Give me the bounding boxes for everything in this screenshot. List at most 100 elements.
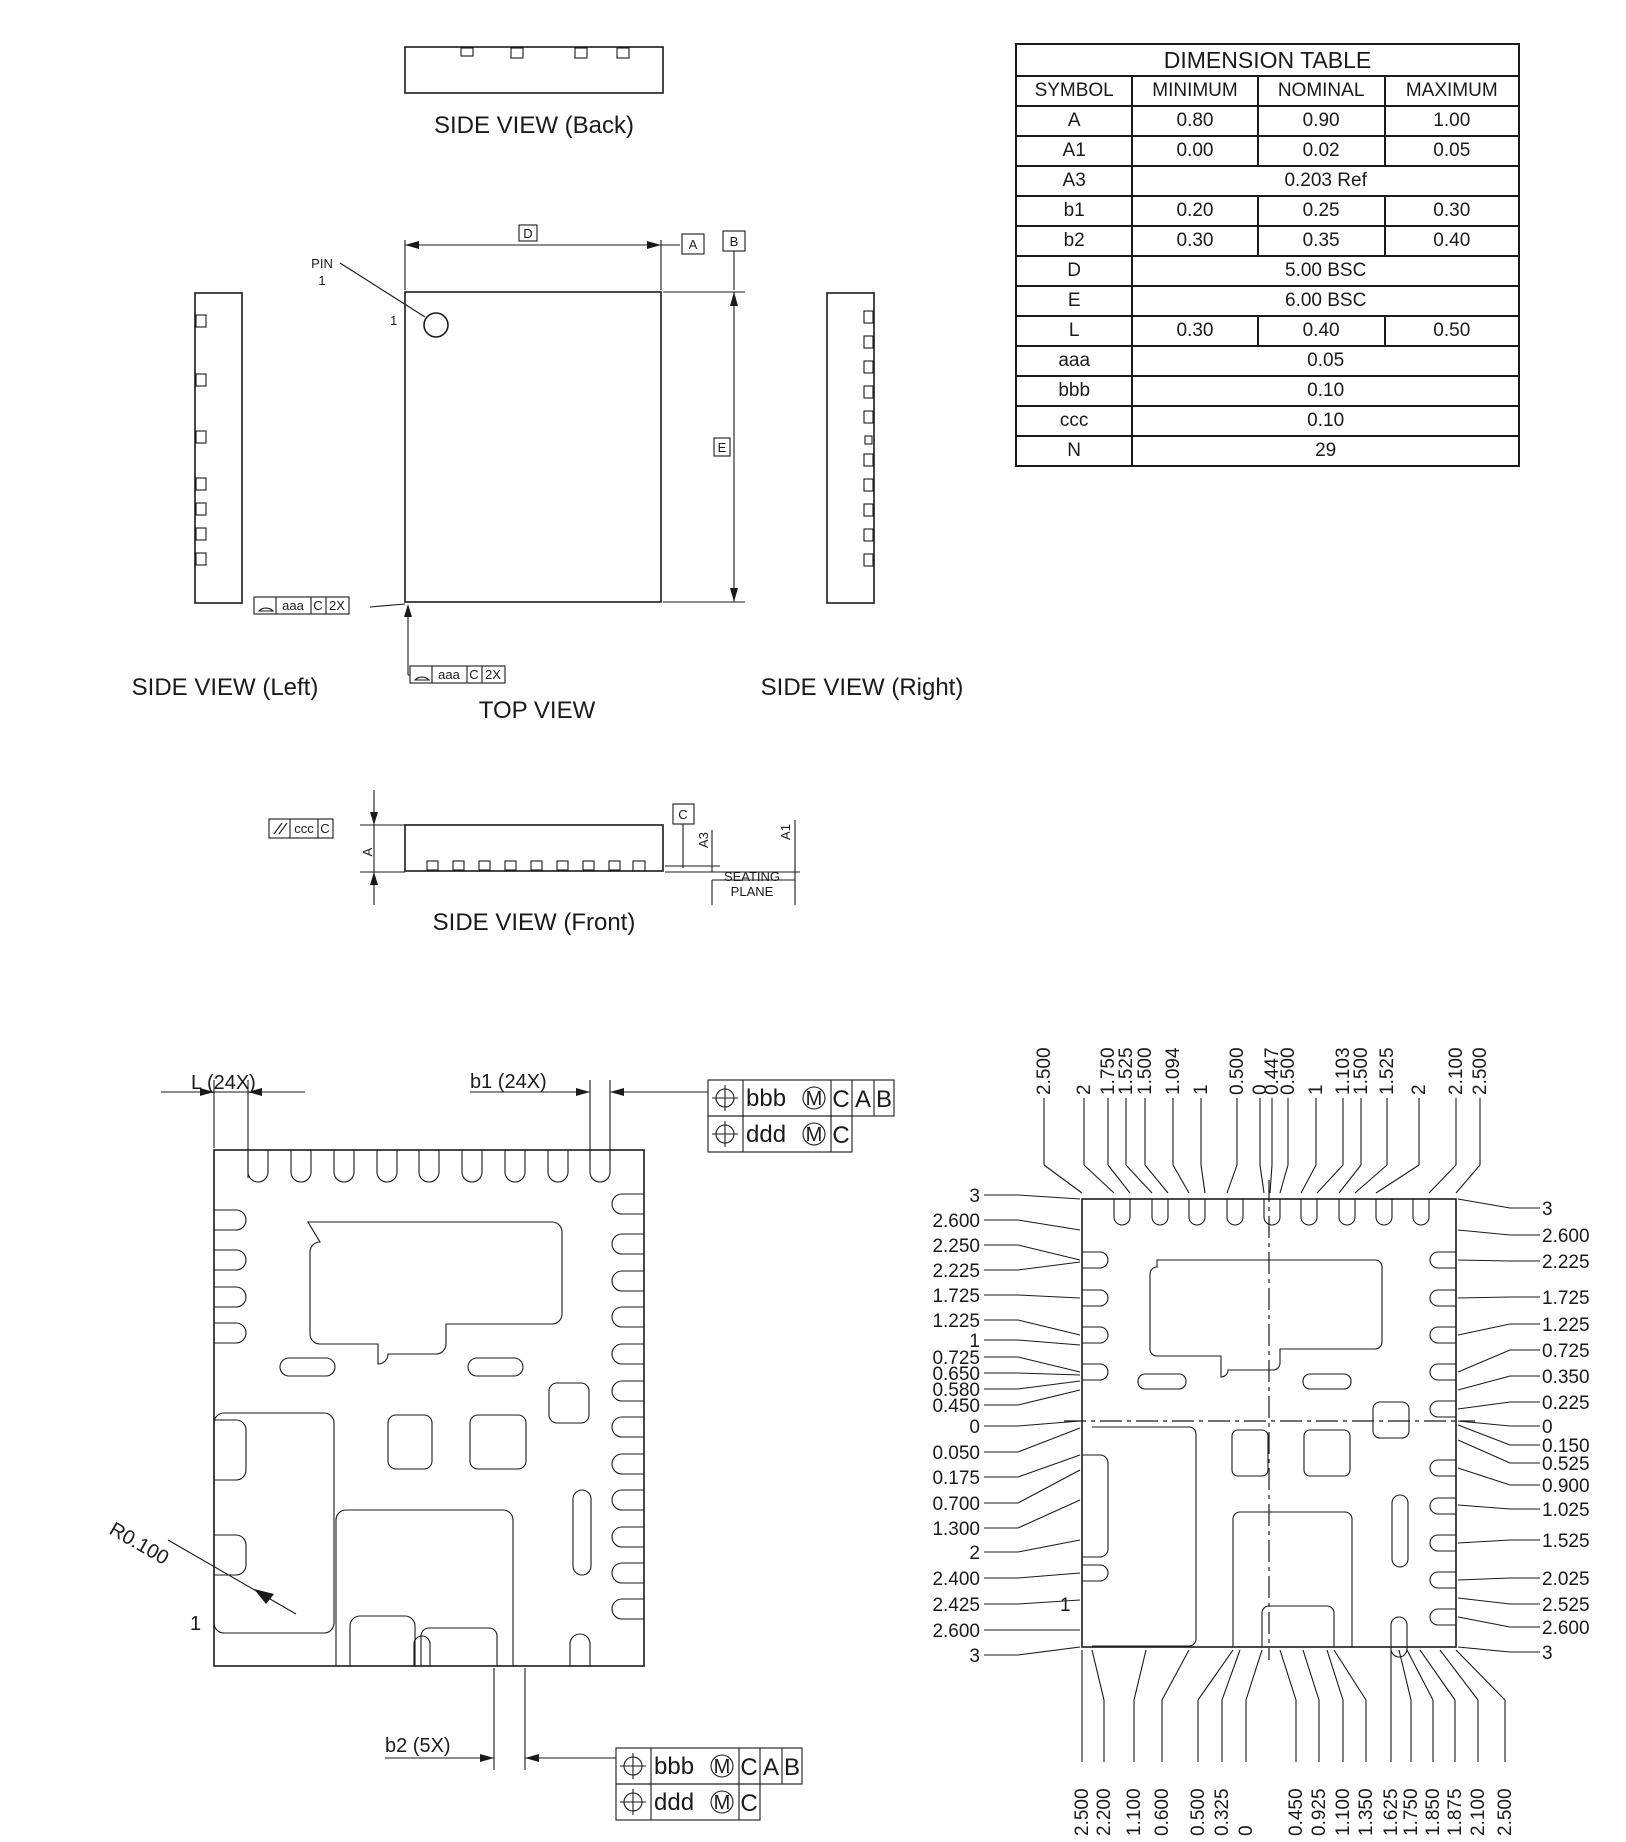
coord-leader bbox=[1226, 1164, 1238, 1194]
fcf-bottom-a: A bbox=[763, 1754, 779, 1781]
fcf-bottom-ddd: ddd bbox=[654, 1789, 694, 1816]
coord-left-label: 0.725 bbox=[932, 1348, 980, 1369]
footprint-view: L (24X) b1 (24X) bbb M C A B bbox=[106, 1071, 895, 1821]
coord-leader bbox=[1017, 1389, 1081, 1406]
coord-leader bbox=[1406, 1649, 1434, 1701]
coord-right-label: 2.600 bbox=[1542, 1618, 1590, 1639]
fcf-bottom-c: C bbox=[740, 1754, 757, 1781]
coord-leader bbox=[1125, 1164, 1153, 1194]
coord-leader bbox=[1221, 1649, 1241, 1701]
coord-top-label: 0.447 bbox=[1262, 1047, 1283, 1095]
coord-right-label: 0.900 bbox=[1542, 1476, 1590, 1497]
cell-symbol: A3 bbox=[1014, 165, 1134, 197]
dim-a-label: A bbox=[360, 847, 375, 856]
coord-leader bbox=[1197, 1649, 1234, 1701]
frame-ccc-datum: C bbox=[320, 821, 329, 836]
coord-leader bbox=[1457, 1616, 1511, 1628]
cell-min: 0.30 bbox=[1131, 225, 1259, 257]
coord-leader bbox=[1338, 1164, 1362, 1194]
cell-span: 29 bbox=[1131, 435, 1520, 467]
coord-leader bbox=[1017, 1380, 1081, 1390]
top-view: 1 PIN 1 D A B E aaa C 2X bbox=[253, 224, 746, 724]
coord-left-label: 2.600 bbox=[932, 1211, 980, 1232]
coord-leader bbox=[1043, 1164, 1083, 1194]
dim-a3-label: A3 bbox=[696, 832, 711, 848]
side-view-back: SIDE VIEW (Back) bbox=[404, 46, 664, 139]
coord-top-label: 0.500 bbox=[1227, 1047, 1248, 1095]
plane-label: PLANE bbox=[731, 884, 774, 899]
fcf-bottom-c2: C bbox=[740, 1790, 757, 1817]
cell-max: 0.40 bbox=[1383, 225, 1521, 257]
coord-left-label: 2.425 bbox=[932, 1595, 980, 1616]
fcf-top-b: B bbox=[876, 1086, 892, 1113]
coord-leader bbox=[1302, 1649, 1320, 1701]
coord-right-label: 1.725 bbox=[1542, 1288, 1590, 1309]
coord-leader bbox=[1455, 1649, 1506, 1701]
coord-top-label: 1 bbox=[1191, 1084, 1212, 1095]
cell-max: 0.05 bbox=[1383, 135, 1521, 167]
cell-min: 0.00 bbox=[1131, 135, 1259, 167]
coord-leader bbox=[1375, 1164, 1420, 1194]
cell-span: 0.10 bbox=[1131, 375, 1520, 407]
coord-top-label: 0 bbox=[1250, 1084, 1271, 1095]
coord-right-label: 3 bbox=[1542, 1199, 1553, 1220]
coord-leader bbox=[1326, 1649, 1344, 1701]
coord-left-label: 2.225 bbox=[932, 1261, 980, 1282]
coord-leader bbox=[1457, 1439, 1511, 1464]
side-view-front: A ccc C C A3 A1 SEATING PLANE SIDE VIEW … bbox=[268, 790, 800, 936]
cell-nom: 0.35 bbox=[1256, 225, 1386, 257]
fcf-top-m2: M bbox=[806, 1124, 823, 1146]
b2-dim-label: b2 (5X) bbox=[385, 1735, 451, 1757]
fcf-top-c2: C bbox=[832, 1122, 849, 1149]
top-pads bbox=[247, 1150, 611, 1183]
caption-side-right: SIDE VIEW (Right) bbox=[761, 674, 964, 701]
coord-top-label: 1.500 bbox=[1135, 1047, 1156, 1095]
coord-left-label: 1 bbox=[969, 1331, 980, 1352]
coord-left-label: 2.600 bbox=[932, 1621, 980, 1642]
coord-left-label: 3 bbox=[969, 1646, 980, 1667]
fcf-bottom-b: B bbox=[784, 1754, 800, 1781]
cell-max: 0.50 bbox=[1383, 315, 1521, 347]
coord-leader bbox=[1457, 1229, 1511, 1236]
cell-symbol: L bbox=[1014, 315, 1134, 347]
dim-d-label: D bbox=[523, 226, 532, 241]
coord-leader bbox=[1017, 1244, 1081, 1261]
frame-ccc bbox=[268, 818, 334, 839]
seating-label: SEATING bbox=[724, 869, 780, 884]
header-nominal: NOMINAL bbox=[1256, 75, 1386, 107]
coord-bottom-label: 0.500 bbox=[1188, 1788, 1209, 1836]
coord-leader bbox=[1017, 1339, 1081, 1346]
coord-bottom-label: 0.925 bbox=[1309, 1788, 1330, 1836]
coord-top-label: 1.750 bbox=[1098, 1047, 1119, 1095]
cell-max: 0.30 bbox=[1383, 195, 1521, 227]
coord-left-pads bbox=[1082, 1251, 1109, 1582]
datum-a-label: A bbox=[689, 237, 698, 252]
frame-aaa-left bbox=[253, 596, 350, 615]
frame-aaa-left-datum: C bbox=[313, 598, 322, 613]
right-pads bbox=[611, 1193, 644, 1620]
coord-leader bbox=[1457, 1646, 1511, 1653]
coord-left-label: 1.225 bbox=[932, 1311, 980, 1332]
coord-pin1-label: 1 bbox=[1060, 1595, 1071, 1616]
coord-left-label: 0.580 bbox=[932, 1380, 980, 1401]
coord-left-label: 0.175 bbox=[932, 1468, 980, 1489]
coord-top-pads bbox=[1113, 1199, 1430, 1226]
coord-leader bbox=[1428, 1164, 1457, 1194]
coord-leader bbox=[1017, 1420, 1081, 1427]
side-view-left: SIDE VIEW (Left) bbox=[132, 292, 319, 701]
coord-leader bbox=[1279, 1649, 1297, 1701]
caption-side-left: SIDE VIEW (Left) bbox=[132, 674, 319, 701]
coord-right-label: 2.600 bbox=[1542, 1226, 1590, 1247]
frame-ccc-tol: ccc bbox=[294, 821, 314, 836]
header-maximum: MAXIMUM bbox=[1383, 75, 1521, 107]
cell-symbol: aaa bbox=[1014, 345, 1134, 377]
coord-bottom-label: 1.100 bbox=[1333, 1788, 1354, 1836]
dimension-table: DIMENSION TABLE SYMBOL MINIMUM NOMINAL M… bbox=[1014, 43, 1521, 467]
coord-leader bbox=[1259, 1164, 1265, 1194]
coord-right-label: 2.525 bbox=[1542, 1595, 1590, 1616]
fcf-top-m: M bbox=[806, 1088, 823, 1110]
dim-a1-label: A1 bbox=[778, 824, 793, 840]
